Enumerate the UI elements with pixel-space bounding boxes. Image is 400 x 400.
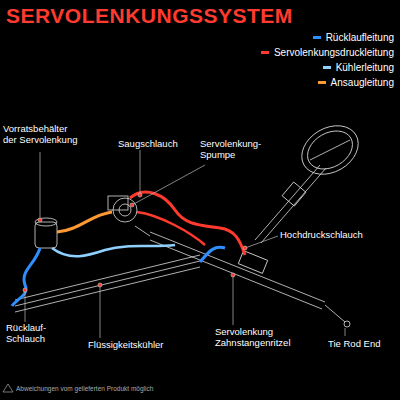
legend-swatch	[313, 36, 321, 39]
part-label: Rücklauf- Schlauch	[6, 323, 58, 345]
note: Abweichungen vom gelieferten Produkt mög…	[16, 385, 153, 392]
legend-text: Rücklaufleitung	[326, 32, 394, 44]
title: SERVOLENKUNGSSYSTEM	[6, 4, 293, 28]
part-label: Flüssigkeitskühler	[88, 340, 164, 351]
part-label: Hochdruckschlauch	[280, 230, 363, 241]
part-label: Vorratsbehälter der Servolenkung	[3, 124, 83, 146]
part-label: Servolenkung Zahnstangenritzel	[215, 327, 305, 349]
legend-swatch	[323, 66, 331, 69]
part-label: Servolenkung- Spumpe	[200, 139, 270, 161]
legend-text: Servolenkungsdruckleitung	[274, 47, 394, 59]
legend-swatch	[318, 81, 326, 84]
part-label: Saugschlauch	[118, 139, 178, 150]
part-label: Tie Rod End	[328, 339, 380, 350]
legend-swatch	[261, 51, 269, 54]
legend-text: Kühlerleitung	[336, 62, 394, 74]
legend-text: Ansaugleitung	[331, 77, 394, 89]
